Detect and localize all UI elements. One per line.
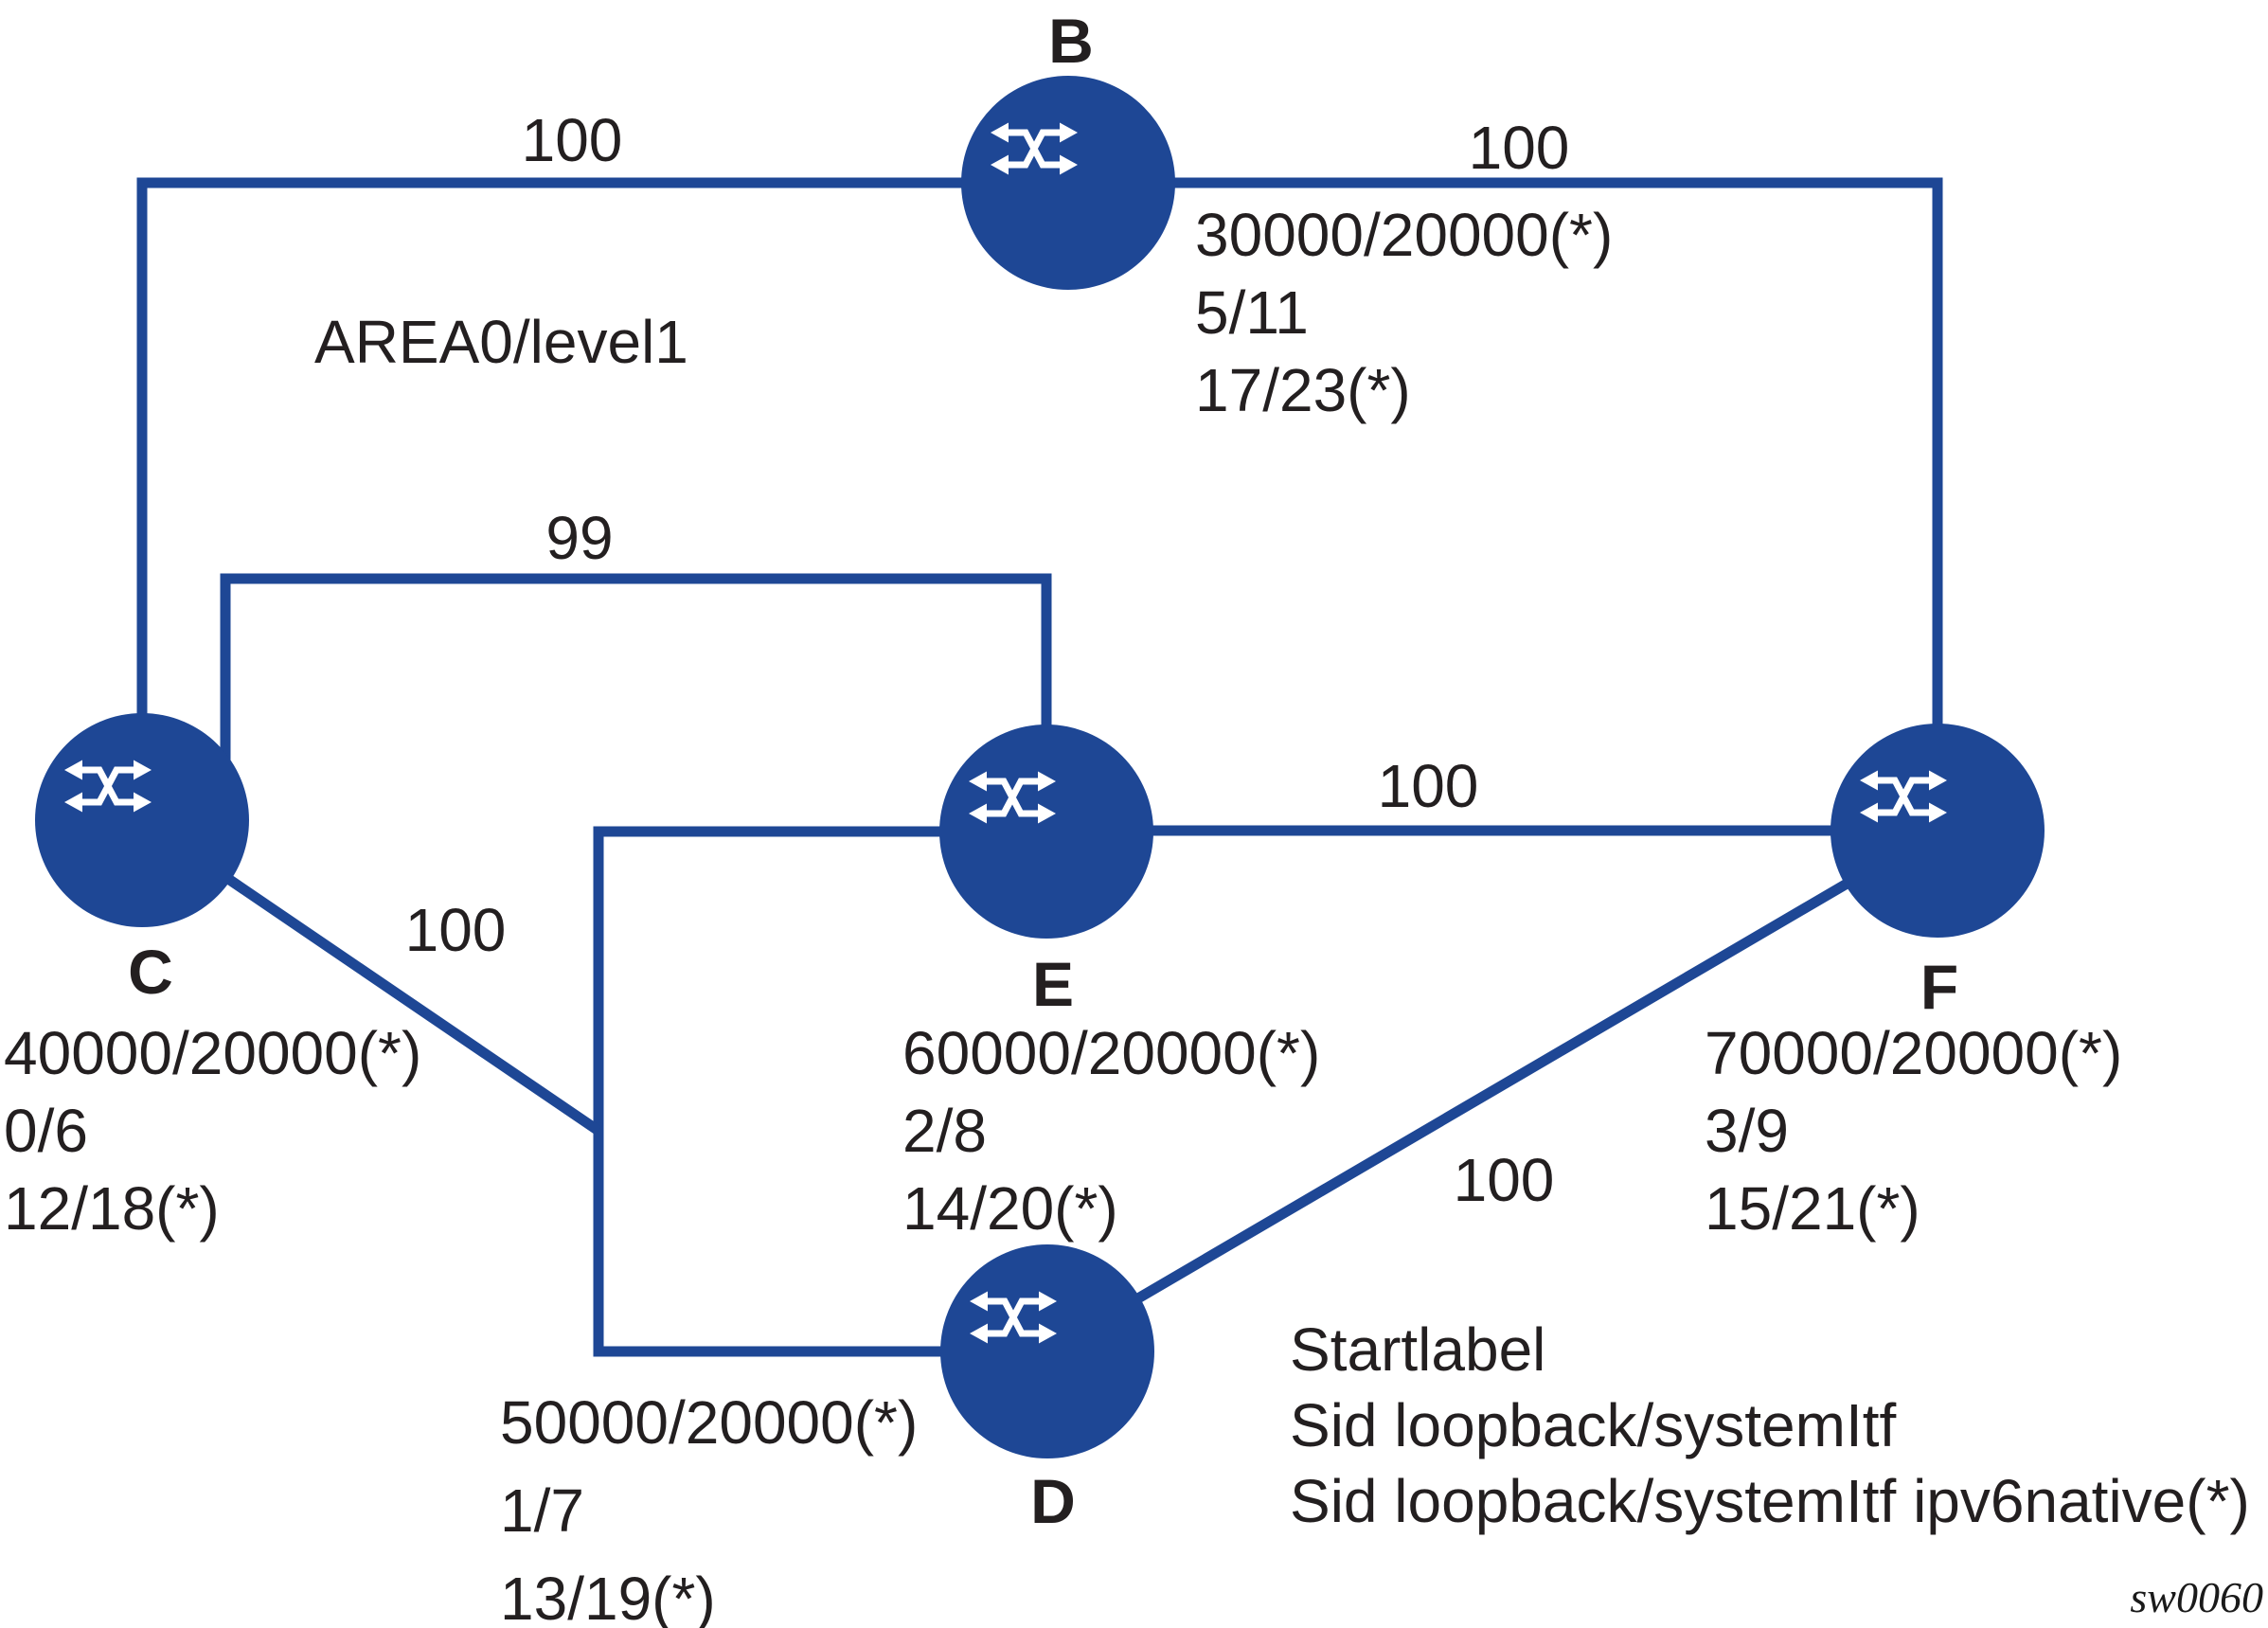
node-C-sid-line: 40000/20000(*) — [4, 1019, 421, 1087]
router-circle-C — [35, 713, 249, 927]
node-F-sid-line: 70000/20000(*) — [1705, 1019, 2122, 1087]
router-circle-B — [961, 76, 1175, 290]
link-cost-e-f: 100 — [1378, 752, 1479, 820]
node-B-sid-line: 30000/20000(*) — [1195, 201, 1613, 269]
link-b-f — [1068, 177, 1943, 831]
node-D-sid-line: 1/7 — [500, 1476, 584, 1545]
node-label-E: E — [1032, 949, 1074, 1019]
d-note-line: Sid loopback/systemItf — [1290, 1391, 1897, 1459]
link-cost-c-d: 100 — [405, 896, 507, 964]
node-label-B: B — [1048, 6, 1094, 76]
router-circle-E — [939, 725, 1153, 939]
link-cost-c-e: 99 — [545, 504, 613, 572]
node-D-sid-line: 50000/20000(*) — [500, 1388, 918, 1457]
router-node-D — [940, 1244, 1154, 1458]
node-label-C: C — [128, 937, 173, 1007]
node-E-sid-line: 2/8 — [902, 1097, 987, 1165]
router-node-B — [961, 76, 1175, 290]
node-E-sid-line: 60000/20000(*) — [902, 1019, 1320, 1087]
d-note-line: Sid loopback/systemItf ipv6native(*) — [1290, 1467, 2250, 1535]
area-label: AREA0/level1 — [314, 308, 688, 376]
node-label-D: D — [1030, 1466, 1076, 1536]
link-cost-b-f: 100 — [1469, 114, 1570, 182]
node-label-F: F — [1920, 952, 1958, 1022]
node-B-sid-line: 17/23(*) — [1195, 356, 1411, 424]
link-e-d — [593, 826, 1047, 1357]
node-C-sid-line: 12/18(*) — [4, 1174, 220, 1243]
figure-watermark: sw0060 — [2130, 1573, 2263, 1621]
node-E-sid-line: 14/20(*) — [902, 1174, 1118, 1243]
node-C-sid-line: 0/6 — [4, 1097, 88, 1165]
link-cost-d-f: 100 — [1454, 1146, 1555, 1214]
link-c-e — [220, 573, 1052, 832]
router-circle-D — [940, 1244, 1154, 1458]
node-F-sid-line: 3/9 — [1705, 1097, 1789, 1165]
router-node-E — [939, 725, 1153, 939]
link-cost-c-b: 100 — [522, 106, 623, 174]
node-F-sid-line: 15/21(*) — [1705, 1174, 1920, 1243]
node-D-sid-line: 13/19(*) — [500, 1565, 716, 1628]
router-node-F — [1830, 724, 2045, 938]
link-c-b — [136, 177, 1068, 820]
router-node-C — [35, 713, 249, 927]
link-d-f — [1045, 826, 1940, 1356]
router-circle-F — [1830, 724, 2045, 938]
d-note-line: Startlabel — [1290, 1315, 1545, 1384]
node-B-sid-line: 5/11 — [1195, 278, 1309, 347]
